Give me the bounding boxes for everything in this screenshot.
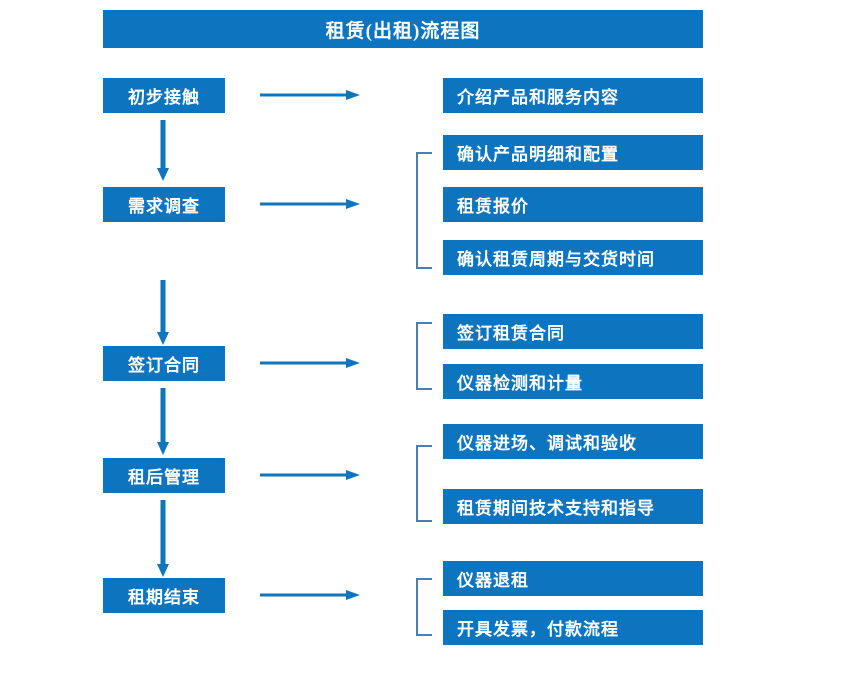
down-arrow-icon xyxy=(157,388,169,455)
page-title: 租赁(出租)流程图 xyxy=(103,10,703,48)
down-arrow-icon xyxy=(157,120,169,181)
detail-box-2-3[interactable]: 确认租赁周期与交货时间 xyxy=(443,240,703,275)
detail-box-1-1[interactable]: 介绍产品和服务内容 xyxy=(443,78,703,113)
stage-box-1[interactable]: 初步接触 xyxy=(103,78,225,113)
right-arrow-icon xyxy=(260,470,360,480)
down-arrow-icon xyxy=(157,280,169,345)
group-bracket-3 xyxy=(416,322,432,390)
down-arrow-icon xyxy=(157,500,169,577)
group-bracket-5 xyxy=(416,578,432,636)
right-arrow-icon xyxy=(260,358,360,368)
detail-box-2-2[interactable]: 租赁报价 xyxy=(443,187,703,222)
right-arrow-icon xyxy=(260,199,360,209)
detail-box-5-1[interactable]: 仪器退租 xyxy=(443,561,703,596)
right-arrow-icon xyxy=(260,590,360,600)
detail-box-4-2[interactable]: 租赁期间技术支持和指导 xyxy=(443,489,703,524)
group-bracket-4 xyxy=(416,445,432,522)
detail-box-3-1[interactable]: 签订租赁合同 xyxy=(443,314,703,349)
detail-box-5-2[interactable]: 开具发票，付款流程 xyxy=(443,610,703,645)
stage-box-5[interactable]: 租期结束 xyxy=(103,578,225,613)
right-arrow-icon xyxy=(260,90,360,100)
detail-box-4-1[interactable]: 仪器进场、调试和验收 xyxy=(443,424,703,459)
stage-box-2[interactable]: 需求调查 xyxy=(103,187,225,222)
stage-box-3[interactable]: 签订合同 xyxy=(103,346,225,381)
group-bracket-2 xyxy=(416,152,432,269)
detail-box-2-1[interactable]: 确认产品明细和配置 xyxy=(443,135,703,170)
stage-box-4[interactable]: 租后管理 xyxy=(103,458,225,493)
detail-box-3-2[interactable]: 仪器检测和计量 xyxy=(443,364,703,399)
